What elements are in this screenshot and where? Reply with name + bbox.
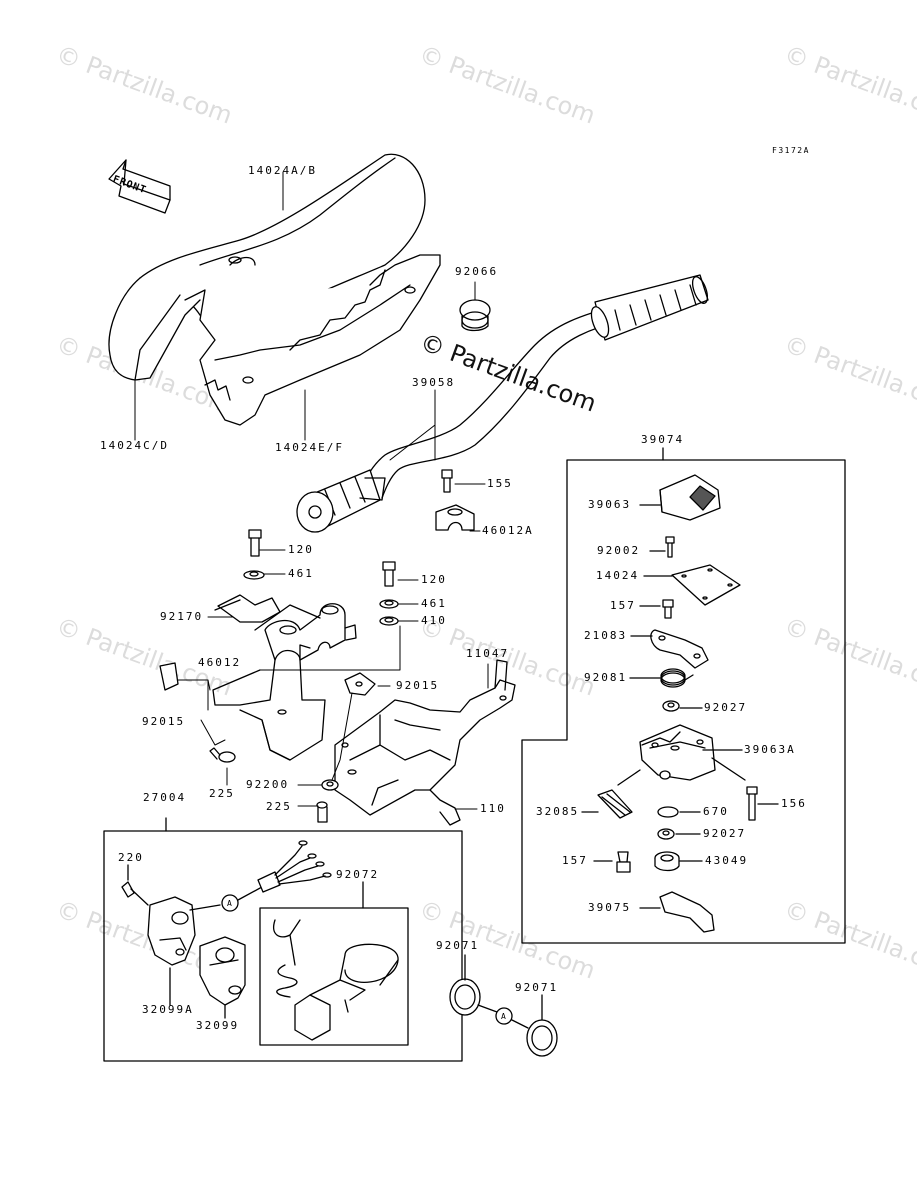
label-92170[interactable]: 92170	[160, 610, 204, 623]
diagram-code: F3172A	[772, 146, 810, 155]
label-39075[interactable]: 39075	[588, 901, 632, 914]
label-92027-a[interactable]: 92027	[704, 701, 748, 714]
label-157-a[interactable]: 157	[610, 599, 636, 612]
housing-box-39074	[522, 448, 845, 943]
label-32099a[interactable]: 32099A	[142, 1003, 194, 1016]
label-461-a[interactable]: 461	[288, 567, 314, 580]
screw-220	[122, 865, 148, 905]
handlebar-39058	[297, 275, 710, 532]
grommet-92071-b	[527, 995, 557, 1056]
label-220[interactable]: 220	[118, 851, 144, 864]
screw-92002	[650, 537, 674, 557]
bolt-157-a	[640, 600, 673, 618]
label-120-a[interactable]: 120	[288, 543, 314, 556]
bolt-157-b	[594, 852, 630, 872]
plug-92066	[460, 300, 490, 331]
ref-a-link	[478, 1005, 528, 1028]
label-92002[interactable]: 92002	[597, 544, 641, 557]
bolt-stack-right	[380, 562, 398, 625]
label-39063[interactable]: 39063	[588, 498, 632, 511]
cable-32085	[582, 790, 632, 818]
switch-box-27004	[104, 818, 462, 1061]
bolt-156	[747, 787, 778, 820]
leader-lines	[135, 172, 488, 809]
bracket-11047	[335, 660, 515, 825]
lever-39075	[640, 892, 714, 932]
label-461-b[interactable]: 461	[421, 597, 447, 610]
ref-a-marker: A	[501, 1012, 506, 1021]
label-11047[interactable]: 11047	[466, 647, 510, 660]
bolt-225-b	[317, 802, 327, 822]
cap-43049	[655, 852, 702, 871]
label-92066[interactable]: 92066	[455, 265, 499, 278]
label-27004[interactable]: 27004	[143, 791, 187, 804]
label-92072[interactable]: 92072	[336, 868, 380, 881]
label-32085[interactable]: 32085	[536, 805, 580, 818]
cap-39063	[640, 475, 720, 520]
clamp-46012a	[436, 470, 474, 530]
switch-32099	[200, 937, 245, 1018]
label-39058[interactable]: 39058	[412, 376, 456, 389]
label-110[interactable]: 110	[480, 802, 506, 815]
label-39063a[interactable]: 39063A	[744, 743, 796, 756]
label-92071-b[interactable]: 92071	[515, 981, 559, 994]
plate-21083	[631, 630, 708, 668]
label-39074[interactable]: 39074	[641, 433, 685, 446]
bolt-225-a	[210, 748, 235, 762]
grommet-92071-a	[450, 955, 480, 1015]
clip-92015-left	[160, 663, 178, 690]
label-32099[interactable]: 32099	[196, 1019, 240, 1032]
housing-39063a	[618, 725, 745, 785]
seal-92027-a	[663, 701, 702, 711]
label-225-a[interactable]: 225	[209, 787, 235, 800]
label-410[interactable]: 410	[421, 614, 447, 627]
wire-harness	[190, 841, 331, 911]
label-92071-a[interactable]: 92071	[436, 939, 480, 952]
label-43049[interactable]: 43049	[705, 854, 749, 867]
label-14024a-b[interactable]: 14024A/B	[248, 164, 317, 177]
label-14024[interactable]: 14024	[596, 569, 640, 582]
label-46012a[interactable]: 46012A	[482, 524, 534, 537]
label-670[interactable]: 670	[703, 805, 729, 818]
spring-92081	[630, 669, 693, 687]
ref-a-marker: A	[227, 899, 232, 908]
label-21083[interactable]: 21083	[584, 629, 628, 642]
gasket-14024	[644, 565, 740, 605]
label-46012[interactable]: 46012	[198, 656, 242, 669]
clip-92015-right	[345, 673, 375, 695]
label-14024e-f[interactable]: 14024E/F	[275, 441, 344, 454]
handlebar-holder-46012	[213, 595, 356, 760]
label-92200[interactable]: 92200	[246, 778, 290, 791]
front-arrow-icon	[109, 160, 170, 213]
label-92027-b[interactable]: 92027	[703, 827, 747, 840]
label-225-b[interactable]: 225	[266, 800, 292, 813]
label-155[interactable]: 155	[487, 477, 513, 490]
label-120-b[interactable]: 120	[421, 573, 447, 586]
seal-92027-b	[658, 829, 700, 839]
ring-670	[658, 807, 700, 817]
washer-92200	[322, 780, 338, 790]
label-92015-a[interactable]: 92015	[142, 715, 186, 728]
seat-illustration	[109, 154, 440, 425]
label-92015-b[interactable]: 92015	[396, 679, 440, 692]
label-92081[interactable]: 92081	[584, 671, 628, 684]
label-157-b[interactable]: 157	[562, 854, 588, 867]
label-156[interactable]: 156	[781, 797, 807, 810]
clamp-box-92072	[260, 882, 408, 1045]
switch-32099a	[148, 897, 195, 1005]
label-14024c-d[interactable]: 14024C/D	[100, 439, 169, 452]
bolt-stack-left	[244, 530, 264, 579]
